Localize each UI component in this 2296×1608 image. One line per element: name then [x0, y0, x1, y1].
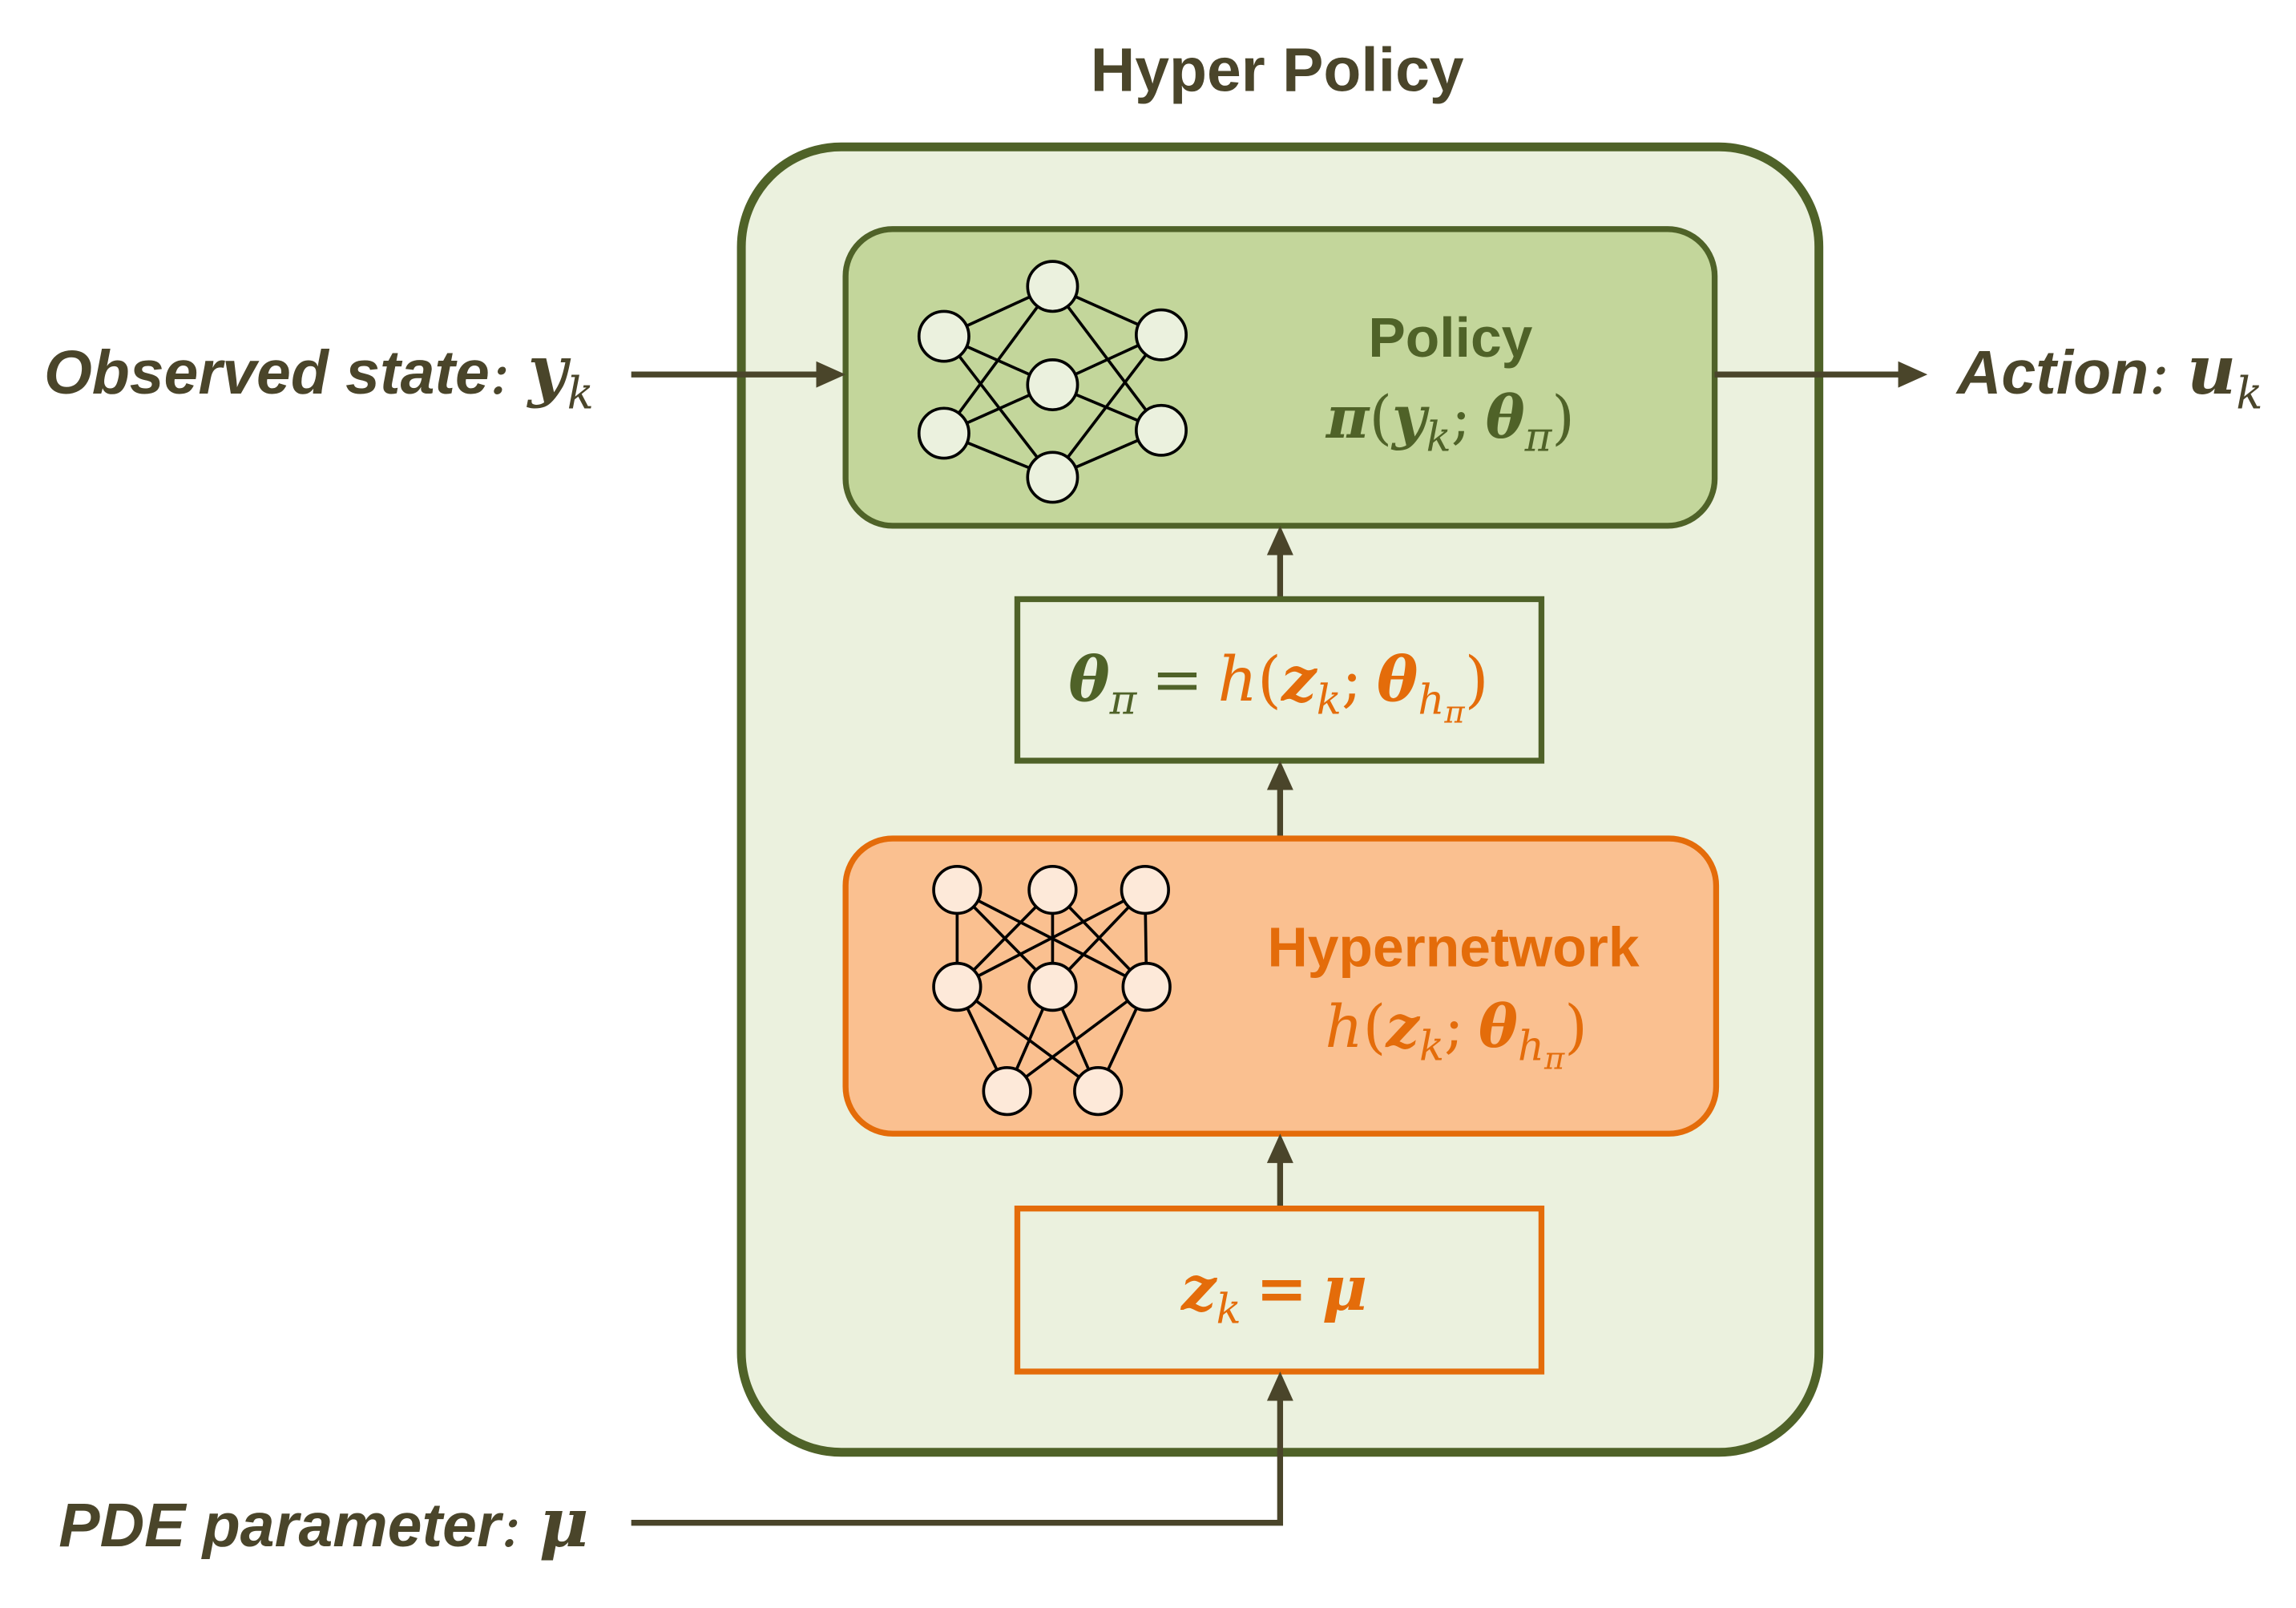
- policy-network-node: [1026, 260, 1079, 313]
- formula-function-symbol: h: [1326, 993, 1363, 1061]
- formula-variable: y: [1390, 383, 1430, 452]
- formula-subsubscript: π: [1443, 694, 1465, 730]
- formula-parameter: θ: [1377, 644, 1418, 716]
- observed-state-label: Observed state:yk: [44, 330, 594, 418]
- formula-subscript: h: [1418, 676, 1444, 724]
- formula-paren: ): [1465, 644, 1489, 716]
- policy-network-node: [1135, 308, 1188, 362]
- hypernetwork-node: [932, 865, 983, 915]
- policy-network-node: [1026, 450, 1079, 504]
- hypernetwork-node: [1121, 961, 1172, 1012]
- formula-function-symbol: π: [1325, 383, 1370, 452]
- action-label: Action:uk: [1955, 330, 2263, 418]
- formula-paren: (: [1363, 993, 1386, 1061]
- pde-parameter-symbol: μ: [539, 1483, 589, 1562]
- policy-network-edge: [1051, 333, 1163, 479]
- observed-state-symbol: y: [527, 330, 571, 410]
- formula-separator: ;: [1342, 644, 1362, 716]
- pde-parameter-label: PDE parameter:μ: [59, 1483, 588, 1562]
- formula-paren: (: [1257, 644, 1281, 716]
- hypernetwork-node: [932, 961, 983, 1012]
- policy-network-node: [917, 309, 970, 363]
- formula-paren: ): [1552, 384, 1575, 452]
- hypernetwork-node: [1073, 1065, 1124, 1117]
- formula-subscript: π: [1524, 413, 1553, 461]
- hypernetwork-title: Hypernetwork: [1267, 915, 1639, 978]
- pde-parameter-text: PDE parameter: [59, 1491, 504, 1560]
- hypernetwork-node: [1120, 865, 1170, 915]
- formula-subscript: h: [1518, 1023, 1544, 1071]
- formula-paren: (: [1369, 384, 1392, 452]
- hypernetwork-node: [1027, 961, 1078, 1012]
- action-symbol: u: [2187, 330, 2236, 410]
- hypernetwork-node: [982, 1065, 1032, 1117]
- formula-subscript: k: [1317, 676, 1342, 724]
- formula-parameter: θ: [1068, 644, 1109, 716]
- policy-formula: π(yk;θπ): [1325, 383, 1575, 461]
- policy-network-node: [1135, 403, 1188, 457]
- hypernetwork-node: [1027, 865, 1078, 915]
- action-text: Action: [1955, 338, 2149, 407]
- policy-network-node: [1026, 358, 1079, 411]
- formula-variable: z: [1180, 1253, 1217, 1325]
- formula-separator: ;: [1444, 993, 1464, 1061]
- policy-network-icon: [917, 260, 1188, 504]
- formula-variable: z: [1384, 992, 1420, 1061]
- action-subscript: k: [2236, 367, 2262, 418]
- formula-separator: ;: [1451, 384, 1471, 452]
- policy-network-edge: [942, 335, 1054, 479]
- formula-subsubscript: π: [1543, 1041, 1565, 1077]
- hypernetwork-edge: [956, 888, 1146, 988]
- arrow-pde-parameter-to-context: [631, 1372, 1293, 1526]
- hypernetwork-icon: [932, 865, 1172, 1117]
- observed-state-text: Observed state: [44, 338, 490, 407]
- policy-network-edge: [942, 285, 1054, 434]
- policy-parameters-formula: θπ=h(zk;θhπ): [1068, 644, 1488, 730]
- formula-subscript: k: [1217, 1286, 1241, 1334]
- hypernetwork-formula: h(zk;θhπ): [1326, 992, 1588, 1077]
- hypernetwork-edge: [1006, 985, 1148, 1093]
- diagram-title: Hyper Policy: [1091, 36, 1464, 105]
- policy-title: Policy: [1368, 306, 1532, 369]
- formula-parameter: θ: [1479, 992, 1518, 1061]
- formula-equals: =: [1152, 644, 1203, 716]
- formula-paren: ): [1564, 993, 1588, 1061]
- formula-function-symbol: h: [1217, 644, 1257, 716]
- label-separator: :: [490, 337, 510, 409]
- formula-parameter: μ: [1322, 1253, 1367, 1325]
- formula-parameter: θ: [1486, 383, 1525, 452]
- formula-subscript: k: [1419, 1023, 1444, 1071]
- formula-subscript: k: [1426, 413, 1451, 461]
- label-separator: :: [2149, 337, 2169, 409]
- context-formula: zk =μ: [1180, 1253, 1367, 1333]
- formula-equals: =: [1256, 1253, 1307, 1325]
- label-separator: :: [501, 1490, 522, 1562]
- policy-network-node: [917, 406, 970, 460]
- observed-state-subscript: k: [567, 367, 594, 418]
- formula-subscript: π: [1109, 676, 1138, 724]
- hypernetwork-edge: [956, 985, 1100, 1093]
- formula-variable: z: [1280, 644, 1317, 716]
